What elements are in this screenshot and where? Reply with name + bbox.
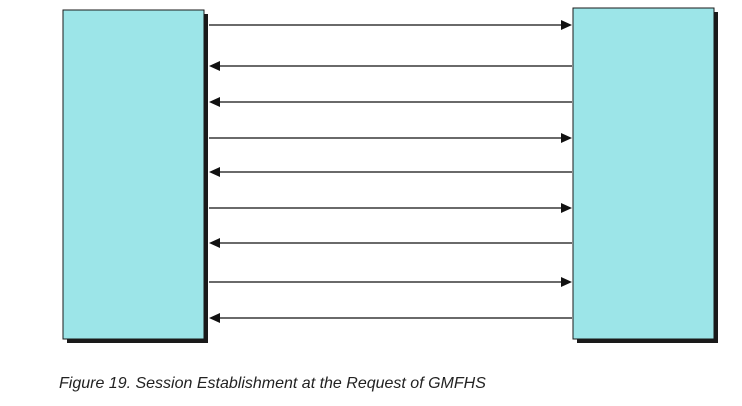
arrowhead-icon: [561, 133, 572, 143]
arrowhead-icon: [209, 97, 220, 107]
arrowhead-icon: [561, 203, 572, 213]
message-arrow-8: [209, 277, 572, 287]
message-arrow-2: [209, 61, 572, 71]
message-arrow-3: [209, 97, 572, 107]
message-arrow-9: [209, 313, 572, 323]
right-entity-box: [572, 7, 715, 340]
arrowhead-icon: [209, 167, 220, 177]
message-arrow-5: [209, 167, 572, 177]
message-arrow-1: [209, 20, 572, 30]
figure-caption: Figure 19. Session Establishment at the …: [59, 375, 486, 392]
message-arrow-4: [209, 133, 572, 143]
message-arrow-6: [209, 203, 572, 213]
left-entity-box: [62, 9, 205, 340]
arrowhead-icon: [209, 313, 220, 323]
arrowhead-icon: [209, 238, 220, 248]
message-arrow-7: [209, 238, 572, 248]
arrowhead-icon: [209, 61, 220, 71]
message-arrows: [209, 20, 572, 323]
arrowhead-icon: [561, 277, 572, 287]
arrowhead-icon: [561, 20, 572, 30]
